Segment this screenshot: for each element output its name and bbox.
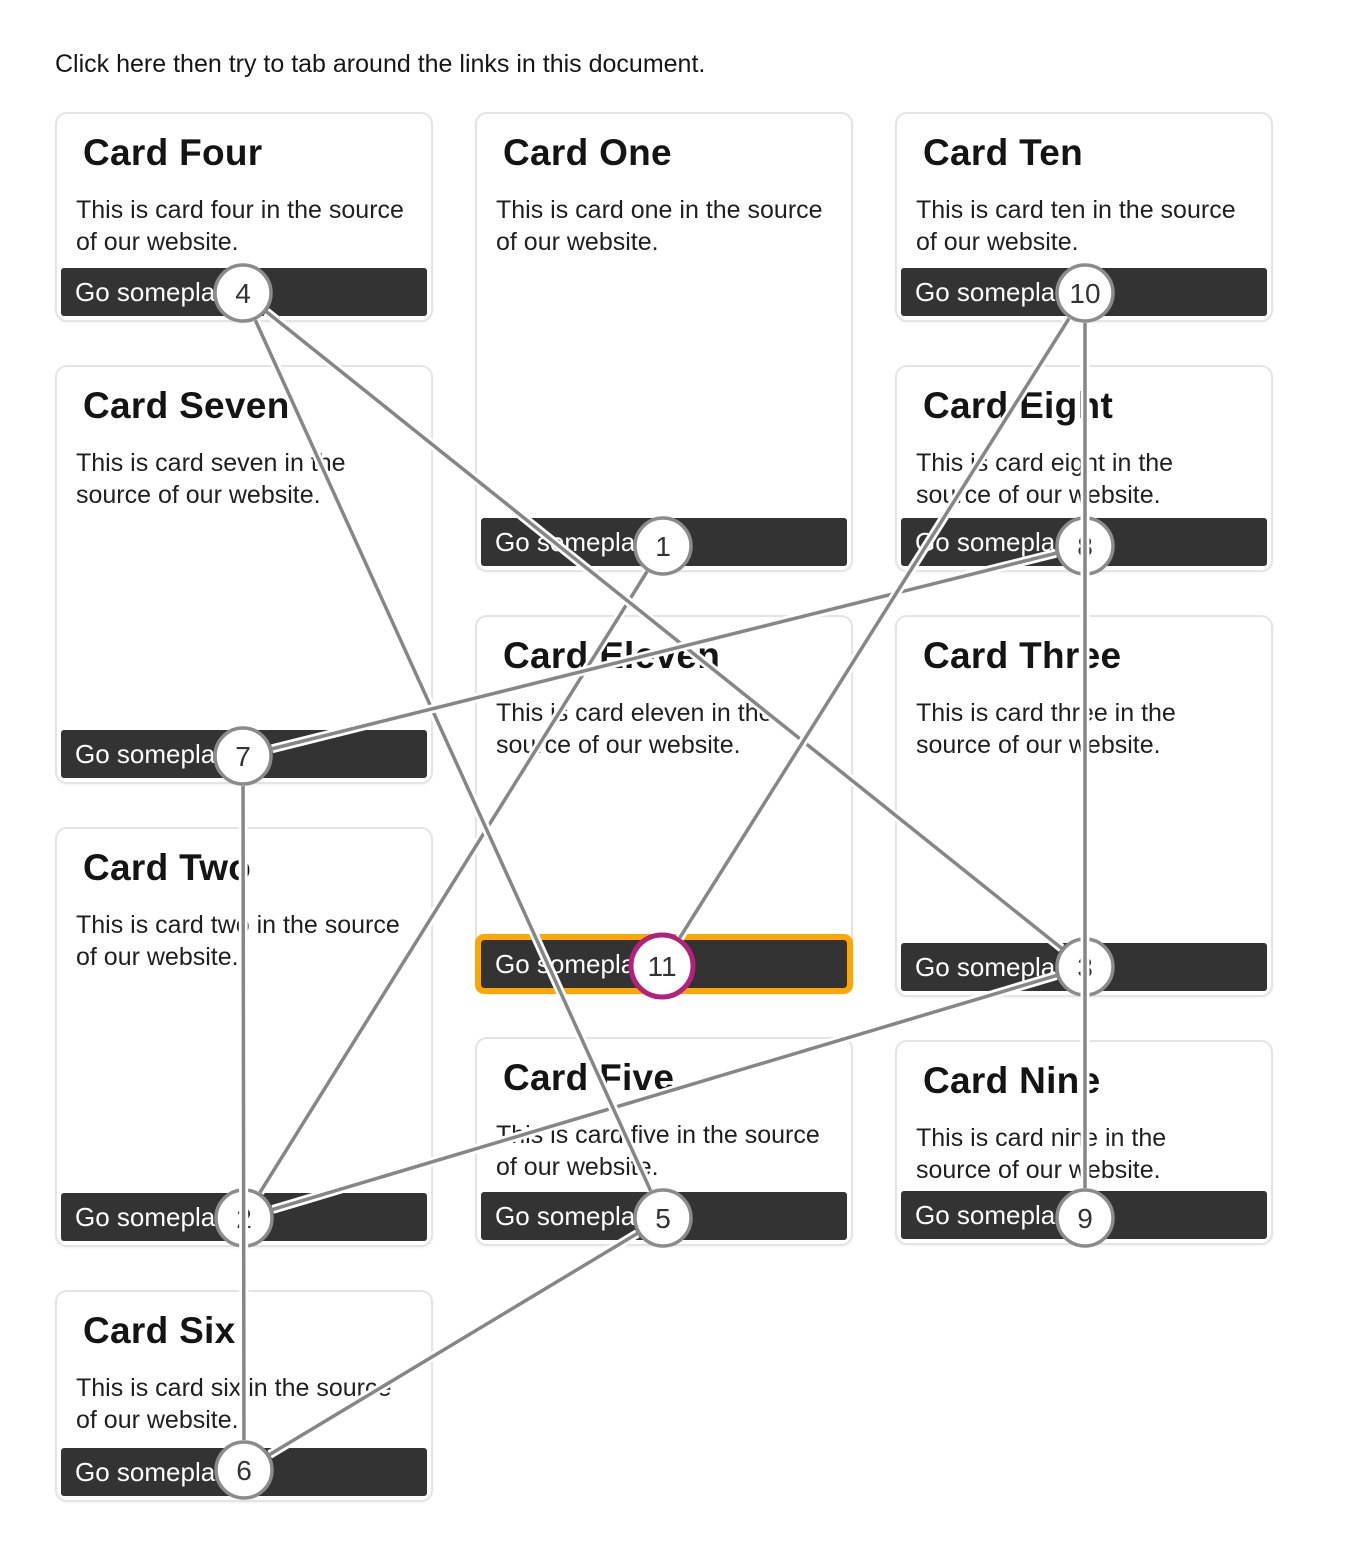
card-one-text: This is card one in the source of our we… xyxy=(496,196,823,256)
card-five-go-someplace-link[interactable]: Go someplace xyxy=(481,1192,847,1240)
card-four-text: This is card four in the source of our w… xyxy=(76,196,404,256)
card-nine-title: Card Nine xyxy=(923,1060,1101,1101)
card-six-text: This is card six in the source of our we… xyxy=(76,1374,392,1434)
card-eight-text: This is card eight in the source of our … xyxy=(916,449,1174,509)
card-eleven-text: This is card eleven in the source of our… xyxy=(496,699,773,759)
card-three-title: Card Three xyxy=(923,635,1122,676)
card-nine-text: This is card nine in the source of our w… xyxy=(916,1124,1167,1184)
card-ten-go-someplace-link[interactable]: Go someplace xyxy=(901,268,1267,316)
card-eight-go-someplace-link[interactable]: Go someplace xyxy=(901,518,1267,566)
card-six-go-someplace-link[interactable]: Go someplace xyxy=(61,1448,427,1496)
card-seven-go-someplace-link[interactable]: Go someplace xyxy=(61,730,427,778)
card-one-title: Card One xyxy=(503,132,672,173)
card-two-title: Card Two xyxy=(83,847,252,888)
card-one-go-someplace-link[interactable]: Go someplace xyxy=(481,518,847,566)
card-four-go-someplace-link[interactable]: Go someplace xyxy=(61,268,427,316)
card-nine-go-someplace-link[interactable]: Go someplace xyxy=(901,1191,1267,1239)
card-three-text: This is card three in the source of our … xyxy=(916,699,1176,759)
card-seven-title: Card Seven xyxy=(83,385,290,426)
card-eleven-go-someplace-link[interactable]: Go someplace xyxy=(475,934,853,994)
card-eight-title: Card Eight xyxy=(923,385,1114,426)
instruction-text[interactable]: Click here then try to tab around the li… xyxy=(55,50,706,78)
card-five-title: Card Five xyxy=(503,1057,675,1098)
card-six-title: Card Six xyxy=(83,1310,236,1351)
card-five-text: This is card five in the source of our w… xyxy=(496,1121,820,1181)
card-two-text: This is card two in the source of our we… xyxy=(76,911,400,971)
card-seven-text: This is card seven in the source of our … xyxy=(76,449,346,509)
card-three-go-someplace-link[interactable]: Go someplace xyxy=(901,943,1267,991)
card-ten-text: This is card ten in the source of our we… xyxy=(916,196,1236,256)
card-eleven-title: Card Eleven xyxy=(503,635,721,676)
card-two-go-someplace-link[interactable]: Go someplace xyxy=(61,1193,427,1241)
card-four-title: Card Four xyxy=(83,132,263,173)
card-ten-title: Card Ten xyxy=(923,132,1084,173)
